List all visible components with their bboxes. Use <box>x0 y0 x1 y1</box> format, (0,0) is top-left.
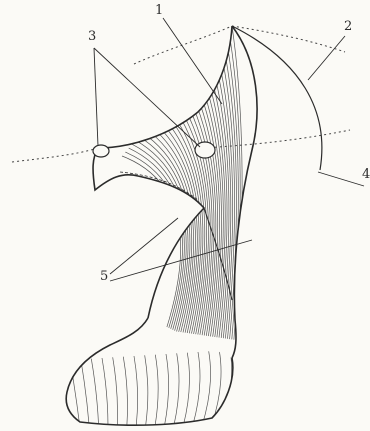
leader-3b <box>94 48 200 147</box>
base-line <box>192 352 200 428</box>
base-line <box>113 357 118 428</box>
base-line <box>155 355 158 428</box>
callout-4: 4 <box>362 168 370 181</box>
reference-lines <box>12 26 350 162</box>
callout-5: 5 <box>100 270 108 283</box>
base-line <box>91 359 98 428</box>
leader-1 <box>163 18 222 104</box>
notch-right <box>195 142 215 158</box>
base-line <box>211 351 221 428</box>
base-line <box>173 353 179 428</box>
blade-hatching <box>122 26 242 340</box>
base-line <box>81 359 90 428</box>
base-line <box>134 356 138 428</box>
base-hatching <box>70 350 232 428</box>
base-line <box>123 357 127 428</box>
leader-5a <box>110 218 178 274</box>
base-line <box>102 358 108 428</box>
leader-3a <box>94 48 98 146</box>
scale-outline <box>66 26 322 425</box>
base-line <box>183 353 190 428</box>
callout-2: 2 <box>344 20 352 33</box>
callout-3: 3 <box>88 30 96 43</box>
notch-left <box>93 145 109 157</box>
base-line <box>145 355 148 428</box>
leader-4 <box>318 172 364 186</box>
growth-line <box>135 140 188 331</box>
base-line <box>164 354 169 428</box>
callout-1: 1 <box>155 4 163 17</box>
leader-2 <box>308 36 345 80</box>
growth-line <box>132 144 186 331</box>
base-line <box>201 351 210 428</box>
